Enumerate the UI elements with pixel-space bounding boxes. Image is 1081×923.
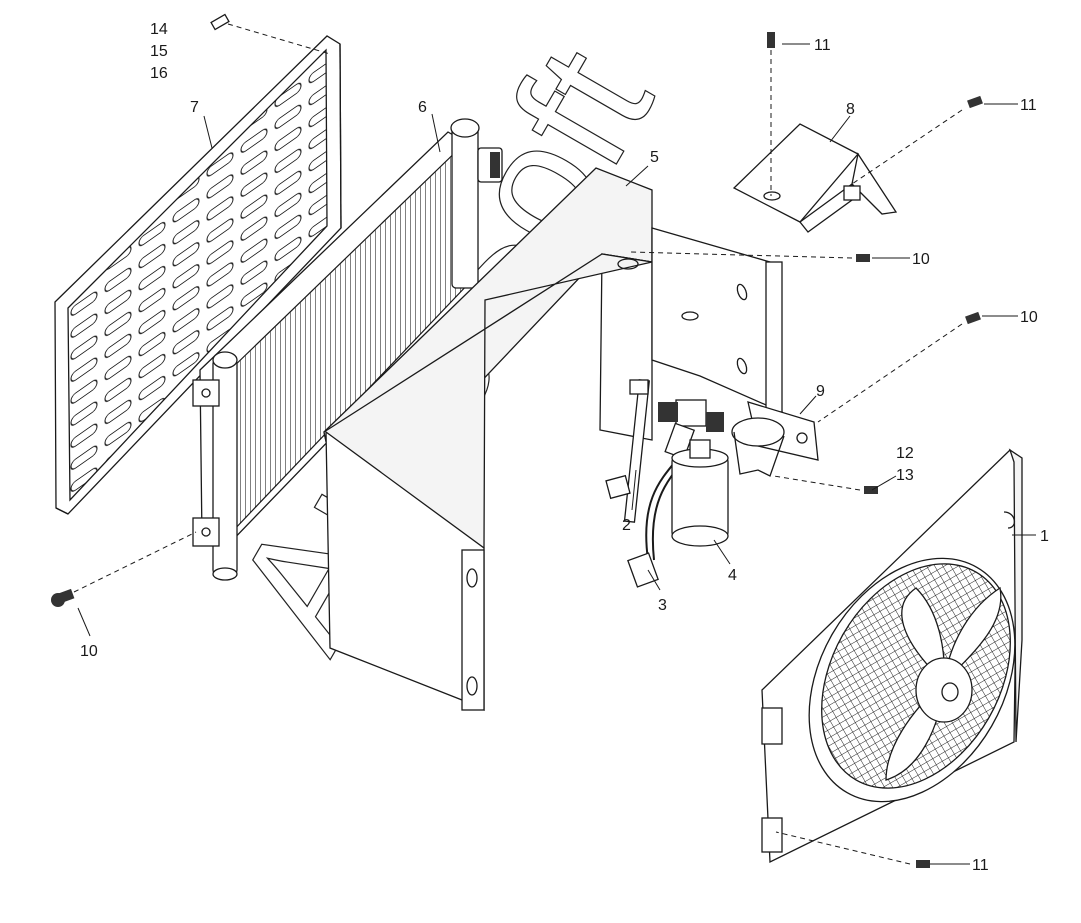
fastener-screws	[51, 13, 983, 868]
callout-16: 16	[150, 65, 168, 82]
callout-leader-lines	[77, 43, 1036, 865]
part-1-fan-shroud	[761, 448, 1023, 864]
part-9-clamp	[731, 401, 819, 477]
callout-10-left: 10	[80, 643, 98, 660]
callout-11-top: 11	[814, 37, 831, 54]
callout-11-right: 11	[1020, 97, 1037, 114]
part-7-grille-panel	[54, 35, 342, 515]
callout-8: 8	[846, 101, 855, 118]
t-fitting	[658, 399, 724, 460]
alignment-dashed-lines	[73, 23, 963, 865]
callout-9: 9	[816, 383, 825, 400]
part-8-bracket	[732, 123, 898, 233]
callout-13: 13	[896, 467, 914, 484]
callout-1: 1	[1040, 528, 1049, 545]
part-2-pressure-switch	[605, 379, 651, 523]
callout-5: 5	[650, 149, 659, 166]
callout-10-right: 10	[1020, 309, 1038, 326]
callout-12: 12	[896, 445, 914, 462]
callout-11-bottom: 11	[972, 857, 989, 874]
part-4-receiver-drier	[671, 439, 729, 547]
part-5-housing	[323, 167, 783, 712]
callout-labels: 1 2 3 4 5 6 7 8 9 10 10 10 11 11 11 12 1…	[80, 21, 1049, 874]
callout-3: 3	[658, 597, 667, 614]
callout-2: 2	[622, 517, 631, 534]
callout-14: 14	[150, 21, 168, 38]
callout-6: 6	[418, 99, 427, 116]
part-6-condenser	[192, 118, 503, 581]
callout-10-mid: 10	[912, 251, 930, 268]
callout-7: 7	[190, 99, 199, 116]
callout-15: 15	[150, 43, 168, 60]
callout-4: 4	[728, 567, 737, 584]
